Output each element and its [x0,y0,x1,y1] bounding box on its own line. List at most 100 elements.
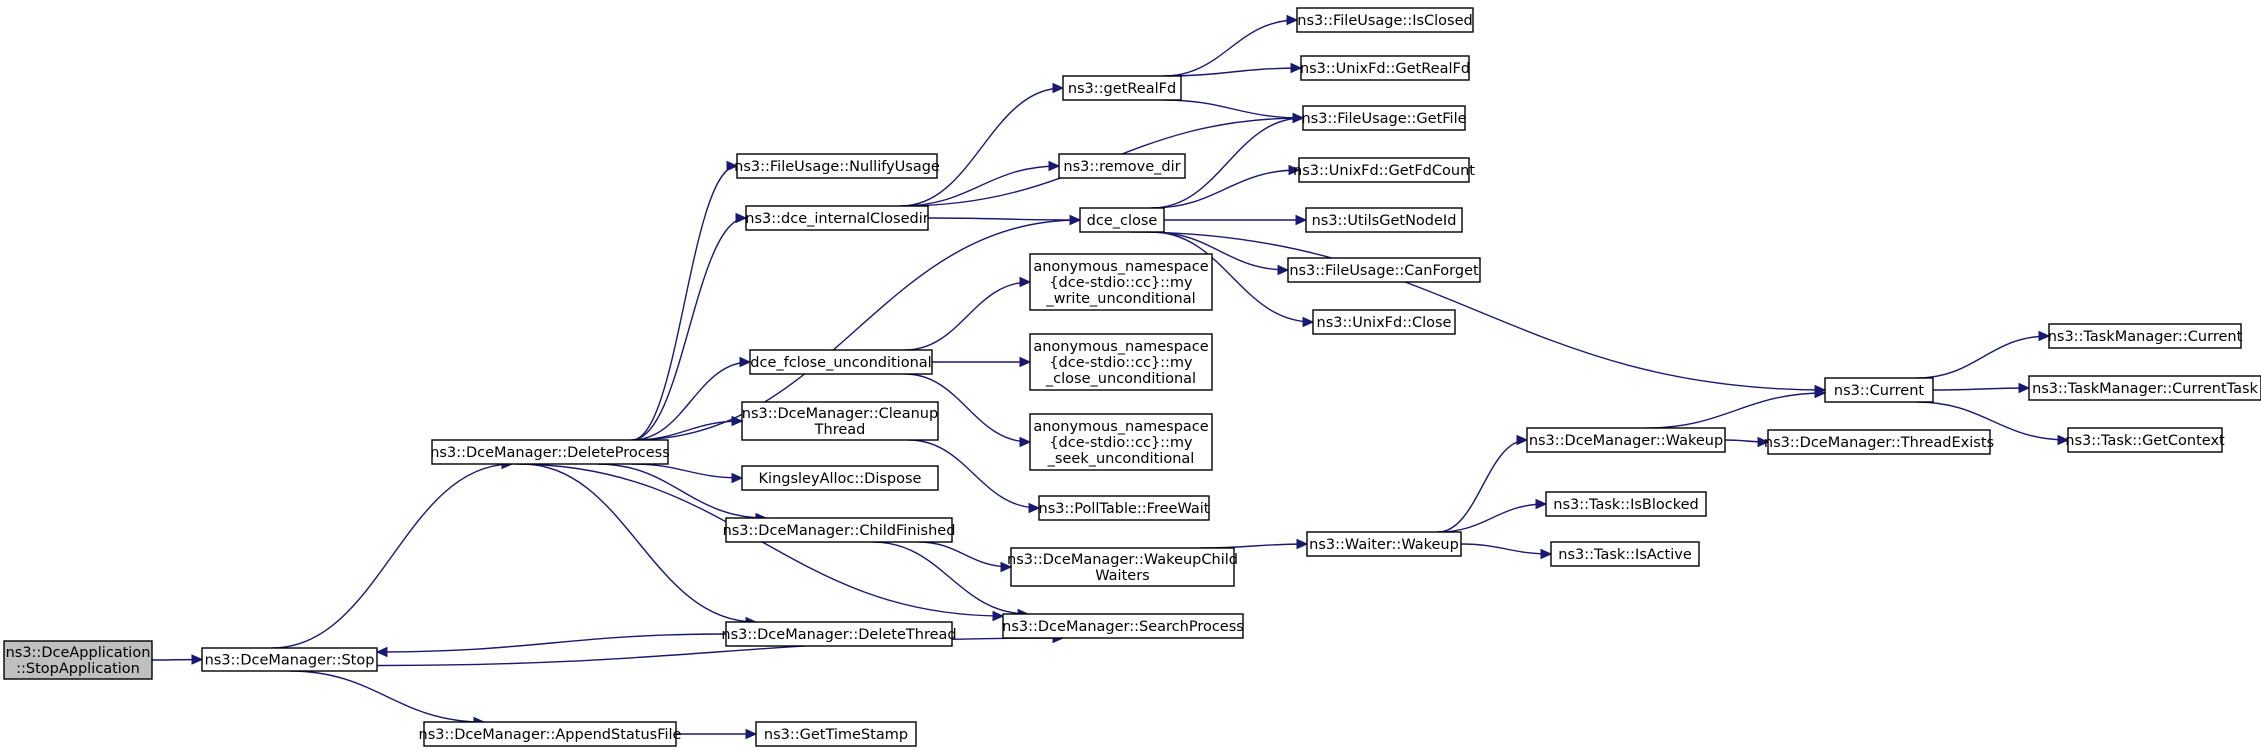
node-label: anonymous_namespace [1033,259,1208,275]
node-box [1767,429,1991,455]
node-isactive[interactable]: ns3::Task::IsActive [1550,541,1700,567]
edge-deleteprocess-to-closedir [631,212,748,441]
edge-line [872,541,1029,615]
node-label: ns3::getRealFd [1068,81,1176,97]
node-current[interactable]: ns3::Current [1824,377,1934,403]
node-label: ns3::DceManager::Wakeup [1529,433,1723,449]
edge-arrowhead [1019,436,1032,448]
edge-layer [151,14,2070,740]
node-label: ns3::Current [1834,383,1925,399]
node-box [2028,375,2261,401]
node-utilsgetnodeid[interactable]: ns3::UtilsGetNodeId [1305,207,1463,233]
node-isclosed[interactable]: ns3::FileUsage::IsClosed [1296,7,1474,33]
edge-line [1437,503,1547,533]
node-box [1312,309,1456,335]
edge-line [1932,387,2030,391]
edge-waiterwakeup-to-isactive [1460,543,1553,560]
edge-arrowhead [1052,82,1065,94]
edge-line [1916,335,2050,379]
node-box [725,621,953,647]
node-isblocked[interactable]: ns3::Task::IsBlocked [1545,491,1707,517]
node-appendstatus[interactable]: ns3::DceManager::AppendStatusFile [419,721,682,747]
edge-line [1916,401,2069,441]
edge-line [1460,543,1552,555]
node-freewait[interactable]: ns3::PollTable::FreeWait [1038,495,1210,521]
node-getcontext[interactable]: ns3::Task::GetContext [2065,427,2225,453]
edge-arrowhead [726,160,739,172]
node-label: ns3::TaskManager::Current [2048,329,2243,345]
node-deleteprocess[interactable]: ns3::DceManager::DeleteProcess [430,439,670,465]
node-nullify[interactable]: ns3::FileUsage::NullifyUsage [734,153,940,179]
node-box [423,721,677,747]
node-label: ns3::DceManager::Cleanup [742,406,938,422]
edge-line [631,217,747,441]
edge-getrealfd-to-isclosed [1163,14,1299,77]
node-closedir[interactable]: ns3::dce_internalClosedir [745,205,929,231]
edge-line [1130,231,1826,391]
node-tmcurrent[interactable]: ns3::TaskManager::Current [2048,323,2243,349]
node-box [1038,495,1210,521]
node-box [2048,323,2242,349]
node-deletethread[interactable]: ns3::DceManager::DeleteThread [721,621,957,647]
node-dceclose[interactable]: dce_close [1079,207,1165,233]
node-childfinished[interactable]: ns3::DceManager::ChildFinished [723,517,956,543]
node-box [1306,531,1462,557]
node-getfile[interactable]: ns3::FileUsage::GetFile [1301,105,1467,131]
node-fclose[interactable]: dce_fclose_unconditional [749,349,933,375]
node-box [431,439,669,465]
node-myclose[interactable]: anonymous_namespace{dce-stdio::cc}::my_c… [1029,333,1213,391]
node-unixclose[interactable]: ns3::UnixFd::Close [1312,309,1456,335]
node-label: {dce-stdio::cc}::my [1049,355,1193,371]
node-box [1002,613,1244,639]
edge-cleanup-to-freewait [908,439,1041,514]
edge-arrowhead [1288,164,1301,176]
edge-line [900,87,1064,207]
node-box [1079,207,1165,233]
node-threadexists[interactable]: ns3::DceManager::ThreadExists [1764,429,1994,455]
node-tmcurrenttask[interactable]: ns3::TaskManager::CurrentTask [2028,375,2261,401]
edge-line [904,281,1031,351]
node-stopapp[interactable]: ns3::DceApplication::StopApplication [3,640,153,680]
node-unixgetrealfd[interactable]: ns3::UnixFd::GetRealFd [1300,55,1470,81]
node-box [1300,55,1470,81]
node-label: KingsleyAlloc::Dispose [759,471,922,487]
node-canforget[interactable]: ns3::FileUsage::CanForget [1287,257,1481,283]
node-box [1298,157,1470,183]
node-myseek[interactable]: anonymous_namespace{dce-stdio::cc}::my_s… [1029,413,1213,471]
edge-arrowhead [1540,548,1553,560]
edge-line [900,165,1060,207]
node-searchprocess[interactable]: ns3::DceManager::SearchProcess [1002,613,1244,639]
edge-arrowhead [1295,214,1308,226]
node-gettimestamp[interactable]: ns3::GetTimeStamp [755,721,917,747]
node-box [1029,333,1213,391]
node-box [1526,427,1726,453]
node-box [741,401,939,441]
node-label: _write_unconditional [1045,291,1195,307]
node-box [1029,413,1213,471]
edge-appendstatus-to-gettimestamp [676,728,758,740]
node-kingsley[interactable]: KingsleyAlloc::Dispose [741,465,939,491]
node-box [725,517,953,543]
node-label: ns3::Task::GetContext [2065,433,2225,449]
node-waiterwakeup[interactable]: ns3::Waiter::Wakeup [1306,531,1462,557]
node-stop[interactable]: ns3::DceManager::Stop [201,647,378,672]
node-label: ns3::DceManager::SearchProcess [1002,619,1244,635]
edge-dceclose-to-getfile [1151,112,1305,209]
edge-arrowhead [1277,264,1290,276]
node-dcewakeup[interactable]: ns3::DceManager::Wakeup [1526,427,1726,453]
edge-arrowhead [1028,502,1041,514]
node-mywrite[interactable]: anonymous_namespace{dce-stdio::cc}::my_w… [1029,253,1213,311]
node-removedir[interactable]: ns3::remove_dir [1058,153,1186,179]
edge-stop-to-appendstatus [289,670,486,728]
edge-arrowhead [1757,436,1770,448]
edge-fclose-to-myseek [904,373,1032,448]
node-label: ns3::FileUsage::GetFile [1301,111,1466,127]
edge-line [1437,439,1528,533]
node-label: {dce-stdio::cc}::my [1049,435,1193,451]
edge-line [521,463,757,623]
node-getfdcount[interactable]: ns3::UnixFd::GetFdCount [1293,157,1475,183]
edge-dceclose-to-unixclose [1151,231,1315,328]
node-getrealfd[interactable]: ns3::getRealFd [1062,75,1182,101]
